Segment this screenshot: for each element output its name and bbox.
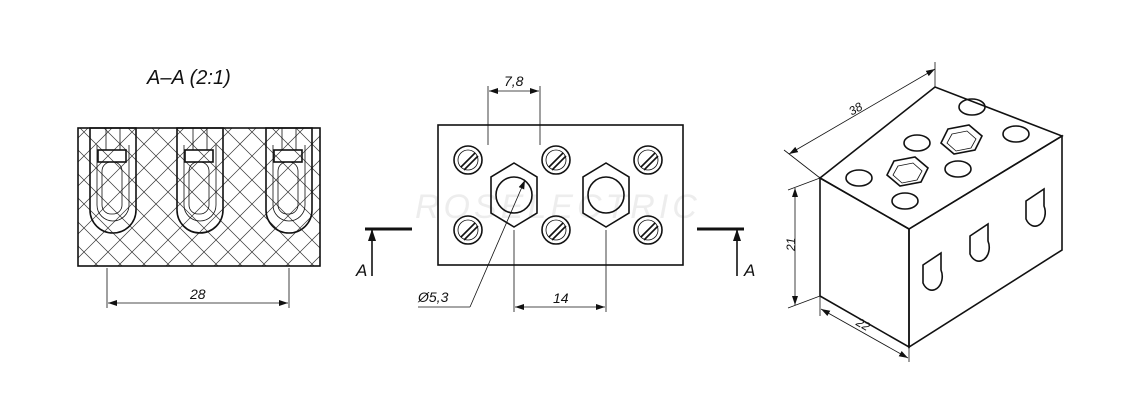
screw-head [541, 215, 571, 245]
iso-top-holes [845, 98, 1030, 210]
dimension-line [788, 68, 936, 155]
screw-head [453, 215, 483, 245]
dim-length-3d: 38 [846, 99, 865, 118]
dim-height-3d: 21 [784, 238, 798, 252]
dim-section-width: 28 [189, 286, 206, 302]
section-marker-left: A [355, 227, 412, 280]
section-body [77, 127, 321, 267]
iso-front-slots [922, 187, 1047, 291]
screw-head [453, 145, 483, 175]
screw-head [633, 145, 663, 175]
dim-center-distance: 14 [553, 290, 569, 306]
dim-hole-spacing: 7,8 [504, 73, 524, 89]
screw-head [541, 145, 571, 175]
dimension-line [820, 308, 909, 359]
section-cut-label: A [355, 261, 367, 280]
section-view: A–A (2:1) [77, 67, 321, 308]
screw-head [633, 215, 663, 245]
terminal-slot [176, 127, 224, 234]
iso-front-face [908, 134, 1063, 349]
section-marker-right: A [697, 227, 755, 280]
dim-width-3d: 22 [853, 315, 873, 334]
isometric-view: 38 21 22 [783, 62, 1064, 362]
section-cut-label: A [743, 261, 755, 280]
front-view: 7,8 14 Ø5,3 [417, 73, 684, 312]
terminal-slot [265, 127, 313, 234]
terminal-slot [89, 127, 137, 234]
dim-hole-diameter: Ø5,3 [417, 289, 449, 305]
section-title: A–A (2:1) [146, 67, 231, 89]
front-body [437, 124, 684, 266]
hex-mounting-hole [490, 162, 538, 228]
hex-mounting-hole [582, 162, 630, 228]
